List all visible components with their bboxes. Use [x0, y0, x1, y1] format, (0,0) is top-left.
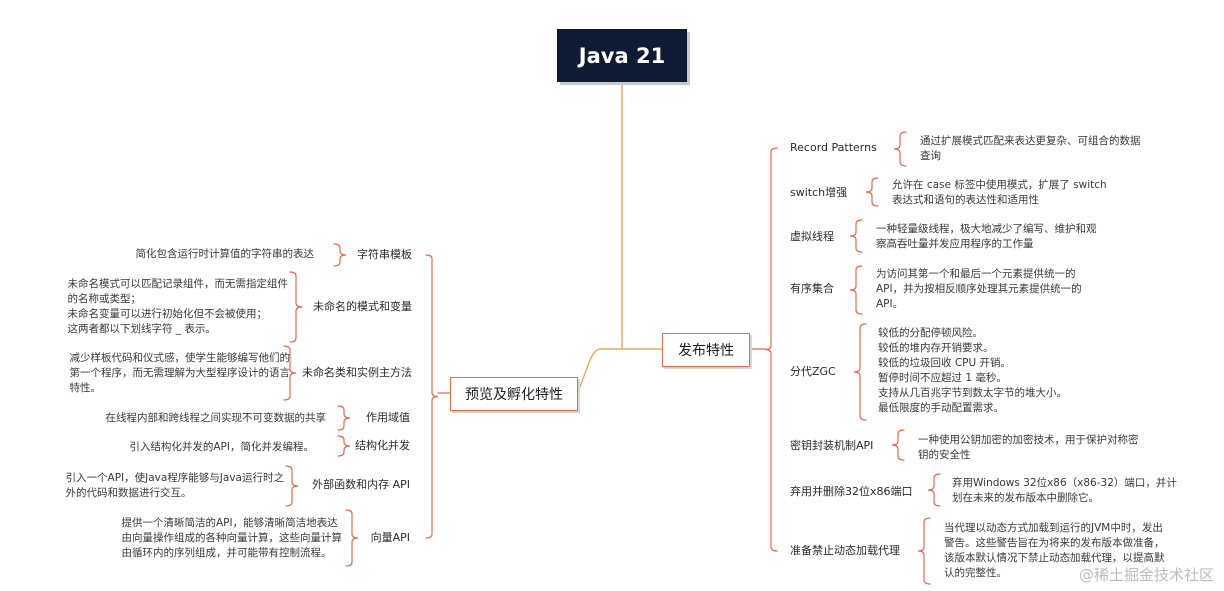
preview-item-4-detail: 引入结构化并发的API，简化并发编程。: [129, 440, 314, 455]
release-item-0-detail: 通过扩展模式匹配来表达更复杂、可组合的数据查询: [920, 134, 1141, 164]
root-title: Java 21: [578, 43, 666, 68]
release-item-7[interactable]: 准备禁止动态加载代理: [790, 544, 900, 557]
preview-item-1-detail-line: 这两者都以下划线字符 _ 表示。: [67, 323, 216, 335]
release-item-1-detail: 允许在 case 标签中使用模式，扩展了 switch 表达式和语句的表达性和适用…: [892, 178, 1107, 208]
preview-item-6-detail-line: 由向量操作组成的各种向量计算，这些向量计算: [121, 532, 343, 544]
bracket-release-item-5: [891, 429, 905, 461]
bracket-preview-item-5: [285, 465, 299, 507]
release-item-7-detail-line: 该版本默认情况下禁止动态加载代理，以提高默: [944, 552, 1165, 564]
preview-item-3[interactable]: 作用域值: [366, 411, 410, 424]
hub-release-features[interactable]: 发布特性: [662, 333, 750, 367]
bracket-preview-item-2: [283, 345, 297, 401]
preview-item-4-detail-line: 引入结构化并发的API，简化并发编程。: [129, 441, 314, 453]
release-item-0-detail-line: 通过扩展模式匹配来表达更复杂、可组合的数据: [920, 135, 1141, 147]
watermark: @稀土掘金技术社区: [1078, 566, 1214, 584]
preview-item-1-detail-line: 的名称或类型；: [67, 293, 142, 305]
preview-item-2-detail-line: 减少样板代码和仪式感，使学生能够编写他们的: [69, 352, 291, 364]
bracket-preview-item-0: [333, 243, 347, 267]
bracket-release-item-1: [865, 177, 879, 207]
release-item-6-detail-line: 弃用Windows 32位x86（x86-32）端口，并计: [952, 477, 1177, 489]
bracket-release-main: [764, 147, 778, 552]
release-item-2-detail-line: 一种轻量级线程，极大地减少了编写、维护和观: [876, 223, 1097, 235]
preview-item-5-detail: 引入一个API，使Java程序能够与Java运行时之外的代码和数据进行交互。: [66, 471, 284, 501]
bracket-preview-item-1: [289, 271, 303, 343]
preview-item-5-detail-line: 外的代码和数据进行交互。: [65, 487, 192, 499]
preview-item-6-detail-line: 由循环内的序列组成，并可能带有控制流程。: [121, 547, 332, 559]
release-item-0[interactable]: Record Patterns: [790, 141, 877, 154]
preview-item-1[interactable]: 未命名的模式和变量: [313, 300, 412, 313]
bracket-preview-item-4: [337, 435, 351, 457]
preview-item-2-detail-line: 特性。: [69, 382, 102, 394]
preview-item-2-detail-line: 第一个程序，而无需理解为大型程序设计的语言: [69, 367, 291, 379]
hub-preview-features-label: 预览及孵化特性: [465, 387, 563, 403]
preview-item-1-detail-line: 未命名变量可以进行初始化但不会被使用；: [67, 308, 268, 320]
preview-item-3-detail-line: 在线程内部和跨线程之间实现不可变数据的共享: [105, 412, 327, 424]
release-item-4-detail-line: 较低的堆内存开销要求。: [878, 342, 994, 354]
bracket-release-item-3: [849, 265, 863, 315]
preview-item-0-detail-line: 简化包含运行时计算值的字符串的表达: [135, 248, 315, 260]
preview-item-6-detail: 提供一个清晰简洁的API，能够清晰简洁地表达由向量操作组成的各种向量计算，这些向…: [122, 516, 343, 561]
release-item-5[interactable]: 密钥封装机制API: [790, 439, 874, 452]
connector-root-to-release: [621, 82, 663, 350]
release-item-7-detail-line: 当代理以动态方式加载到运行的JVM中时，发出: [944, 522, 1163, 534]
preview-item-0-detail: 简化包含运行时计算值的字符串的表达: [136, 247, 315, 262]
release-item-7-detail: 当代理以动态方式加载到运行的JVM中时，发出警告。这些警告旨在为将来的发布版本做…: [944, 521, 1165, 581]
hub-release-features-label: 发布特性: [678, 343, 734, 359]
release-item-3-detail-line: API，并为按相反顺序处理其元素提供统一的: [876, 283, 1082, 295]
preview-item-3-detail: 在线程内部和跨线程之间实现不可变数据的共享: [106, 411, 327, 426]
release-item-1[interactable]: switch增强: [790, 186, 848, 199]
preview-item-6-detail-line: 提供一个清晰简洁的API，能够清晰简洁地表达: [121, 517, 338, 529]
release-item-7-detail-line: 认的完整性。: [944, 567, 1007, 579]
release-item-4-detail-line: 暂停时间不应超过 1 毫秒。: [878, 372, 1007, 384]
bracket-release-item-6: [927, 473, 941, 507]
release-item-3[interactable]: 有序集合: [790, 282, 834, 295]
preview-item-1-detail-line: 未命名模式可以匹配记录组件，而无需指定组件: [67, 278, 289, 290]
release-item-5-detail-line: 钥的安全性: [918, 449, 971, 461]
release-item-2[interactable]: 虚拟线程: [790, 230, 834, 243]
bracket-release-item-2: [849, 219, 863, 253]
bracket-release-item-4: [853, 323, 867, 421]
bracket-release-item-0: [893, 131, 907, 167]
connector-root-to-preview: [577, 348, 623, 393]
preview-item-2[interactable]: 未命名类和实例主方法: [302, 366, 412, 379]
release-item-6[interactable]: 弃用并删除32位x86端口: [790, 485, 913, 498]
preview-item-1-detail: 未命名模式可以匹配记录组件，而无需指定组件的名称或类型； 未命名变量可以进行初始化…: [68, 277, 289, 337]
release-item-2-detail-line: 察高吞吐量并发应用程序的工作量: [876, 238, 1034, 250]
release-item-3-detail-line: 为访问其第一个和最后一个元素提供统一的: [876, 268, 1076, 280]
release-item-4-detail-line: 最低限度的手动配置需求。: [878, 402, 1004, 414]
release-item-1-detail-line: 允许在 case 标签中使用模式，扩展了 switch: [892, 179, 1107, 191]
release-item-5-detail: 一种使用公钥加密的加密技术，用于保护对称密钥的安全性: [918, 433, 1139, 463]
release-item-1-detail-line: 表达式和语句的表达性和适用性: [892, 194, 1039, 206]
release-item-3-detail: 为访问其第一个和最后一个元素提供统一的 API，并为按相反顺序处理其元素提供统一的…: [876, 267, 1082, 312]
preview-item-4[interactable]: 结构化并发: [355, 439, 410, 452]
release-item-2-detail: 一种轻量级线程，极大地减少了编写、维护和观察高吞吐量并发应用程序的工作量: [876, 222, 1097, 252]
hub-preview-features[interactable]: 预览及孵化特性: [450, 377, 578, 411]
release-item-3-detail-line: API。: [876, 298, 904, 310]
preview-item-2-detail: 减少样板代码和仪式感，使学生能够编写他们的第一个程序，而无需理解为大型程序设计的…: [70, 351, 291, 396]
release-item-0-detail-line: 查询: [920, 150, 941, 162]
bracket-release-item-7: [917, 517, 931, 585]
preview-item-5[interactable]: 外部函数和内存 API: [312, 478, 410, 491]
release-item-4-detail-line: 支持从几百兆字节到数太字节的堆大小。: [878, 387, 1067, 399]
release-item-6-detail: 弃用Windows 32位x86（x86-32）端口，并计划在未来的发布版本中删…: [952, 476, 1177, 506]
preview-item-6[interactable]: 向量API: [370, 531, 410, 544]
root-node[interactable]: Java 21: [557, 29, 687, 82]
release-item-4[interactable]: 分代ZGC: [790, 365, 836, 378]
release-item-4-detail-line: 较低的垃圾回收 CPU 开销。: [878, 357, 1012, 369]
bracket-preview-item-3: [337, 405, 351, 431]
bracket-preview-main: [425, 254, 439, 539]
preview-item-0[interactable]: 字符串模板: [357, 248, 412, 261]
release-item-7-detail-line: 警告。这些警告旨在为将来的发布版本做准备，: [944, 537, 1165, 549]
release-item-6-detail-line: 划在未来的发布版本中删除它。: [952, 492, 1099, 504]
release-item-4-detail-line: 较低的分配停顿风险。: [878, 327, 983, 339]
bracket-preview-item-6: [345, 509, 359, 567]
release-item-5-detail-line: 一种使用公钥加密的加密技术，用于保护对称密: [918, 434, 1139, 446]
release-item-4-detail: 较低的分配停顿风险。较低的堆内存开销要求。较低的垃圾回收 CPU 开销。暂停时间…: [878, 326, 1067, 416]
preview-item-5-detail-line: 引入一个API，使Java程序能够与Java运行时之: [65, 472, 284, 484]
